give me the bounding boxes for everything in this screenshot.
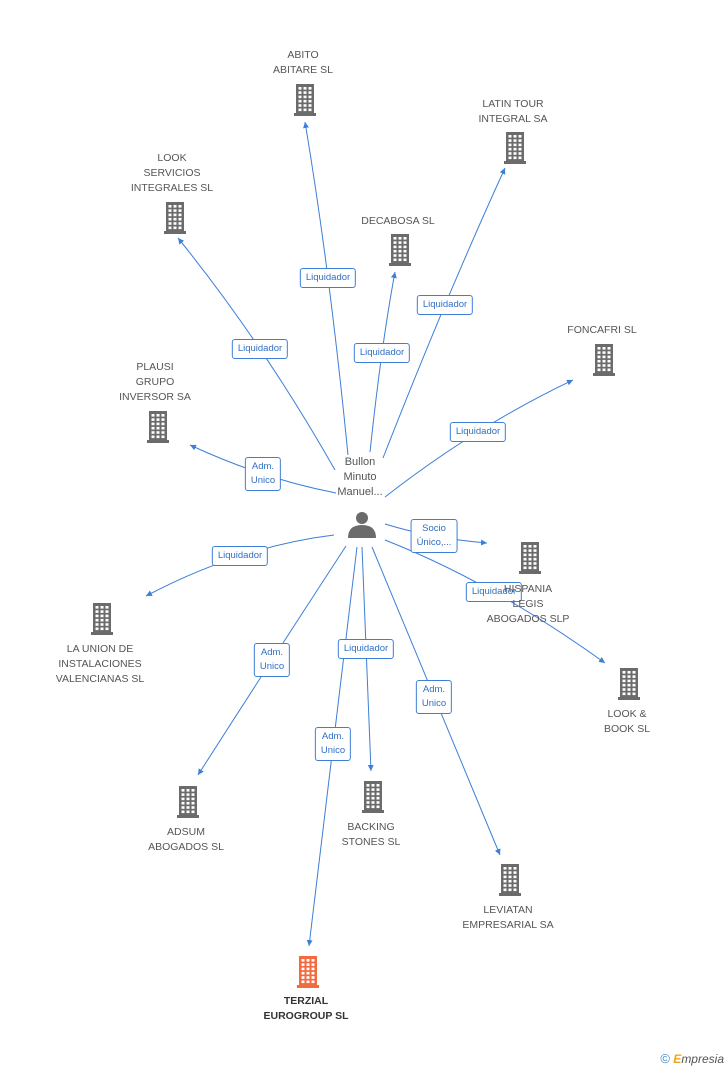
edge-label-la-union[interactable]: Liquidador (211, 546, 269, 566)
node-label-decabosa[interactable]: DECABOSA SL (361, 215, 435, 227)
node-label-terzial[interactable]: TERZIAL EUROGROUP SL (263, 995, 349, 1022)
building-icon (389, 234, 411, 266)
brand-name: mpresia (681, 1052, 724, 1066)
edge-label-look-servicios[interactable]: Liquidador (231, 339, 289, 359)
node-label-leviatan[interactable]: LEVIATAN EMPRESARIAL SA (462, 904, 554, 931)
edge-label-latin-tour[interactable]: Liquidador (416, 295, 474, 315)
edge-label-plausi[interactable]: Adm. Unico (244, 457, 282, 491)
node-label-adsum[interactable]: ADSUM ABOGADOS SL (148, 826, 224, 853)
building-icon (362, 781, 384, 813)
edge-label-decabosa[interactable]: Liquidador (353, 343, 411, 363)
node-label-hispania[interactable]: HISPANIA LEGIS ABOGADOS SLP (486, 583, 570, 625)
building-icon (147, 411, 169, 443)
node-label-look-servicios[interactable]: LOOK SERVICIOS INTEGRALES SL (130, 152, 214, 194)
copyright-symbol: © (660, 1051, 670, 1066)
building-icon (504, 132, 526, 164)
node-label-plausi[interactable]: PLAUSI GRUPO INVERSOR SA (119, 361, 191, 403)
building-icon (164, 202, 186, 234)
building-icon (499, 864, 521, 896)
building-icon (294, 84, 316, 116)
brand-initial: E (673, 1052, 682, 1066)
node-label-la-union[interactable]: LA UNION DE INSTALACIONES VALENCIANAS SL (55, 643, 145, 685)
edge-label-adsum[interactable]: Adm. Unico (253, 643, 291, 677)
edge-label-abito[interactable]: Liquidador (299, 268, 357, 288)
edge-label-terzial[interactable]: Adm. Unico (314, 727, 352, 761)
building-icon (593, 344, 615, 376)
edge-label-look-book[interactable]: Liquidador (465, 582, 523, 602)
node-label-look-book[interactable]: LOOK & BOOK SL (603, 708, 651, 735)
edge-abito (303, 121, 349, 456)
node-label-latin-tour[interactable]: LATIN TOUR INTEGRAL SA (478, 98, 548, 125)
building-icon (177, 786, 199, 818)
building-icon (91, 603, 113, 635)
edge-backing (361, 546, 374, 772)
node-label-abito[interactable]: ABITO ABITARE SL (273, 49, 333, 76)
building-icon (618, 668, 640, 700)
node-label-backing[interactable]: BACKING STONES SL (341, 821, 401, 848)
building-icon (297, 956, 319, 988)
building-icon (519, 542, 541, 574)
edge-label-backing[interactable]: Liquidador (337, 639, 395, 659)
edge-label-foncafri[interactable]: Liquidador (449, 422, 507, 442)
person-icon (348, 512, 376, 538)
node-label-foncafri[interactable]: FONCAFRI SL (567, 324, 637, 336)
edge-label-leviatan[interactable]: Adm. Unico (415, 680, 453, 714)
center-person-label[interactable]: Bullon Minuto Manuel... (337, 456, 383, 498)
footer-brand: © Empresia (660, 1051, 724, 1066)
edge-label-hispania[interactable]: Socio Único,... (410, 519, 458, 553)
